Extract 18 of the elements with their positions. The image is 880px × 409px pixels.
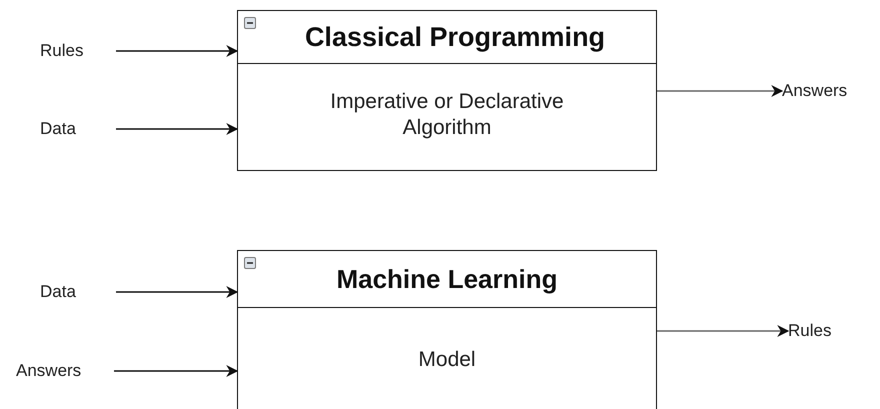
box-heading: Classical Programming [304, 22, 606, 52]
input-output-label: Data [40, 282, 76, 301]
arrow [657, 85, 784, 97]
input-output-label: Answers [16, 361, 82, 380]
input-output-label: Rules [40, 41, 84, 60]
arrow [657, 325, 790, 337]
input-output-label: Data [40, 119, 76, 138]
input-output-label: Rules [788, 321, 832, 340]
arrow [116, 45, 238, 57]
box-heading: Machine Learning [336, 264, 558, 294]
arrow [116, 286, 238, 298]
process-box [237, 250, 657, 409]
box-body-text: Model [418, 348, 476, 371]
arrow [114, 365, 238, 377]
arrow [116, 123, 238, 135]
process-box [237, 10, 657, 171]
box-body-text: Imperative or Declarative Algorithm [330, 90, 564, 140]
input-output-label: Answers [782, 81, 848, 100]
